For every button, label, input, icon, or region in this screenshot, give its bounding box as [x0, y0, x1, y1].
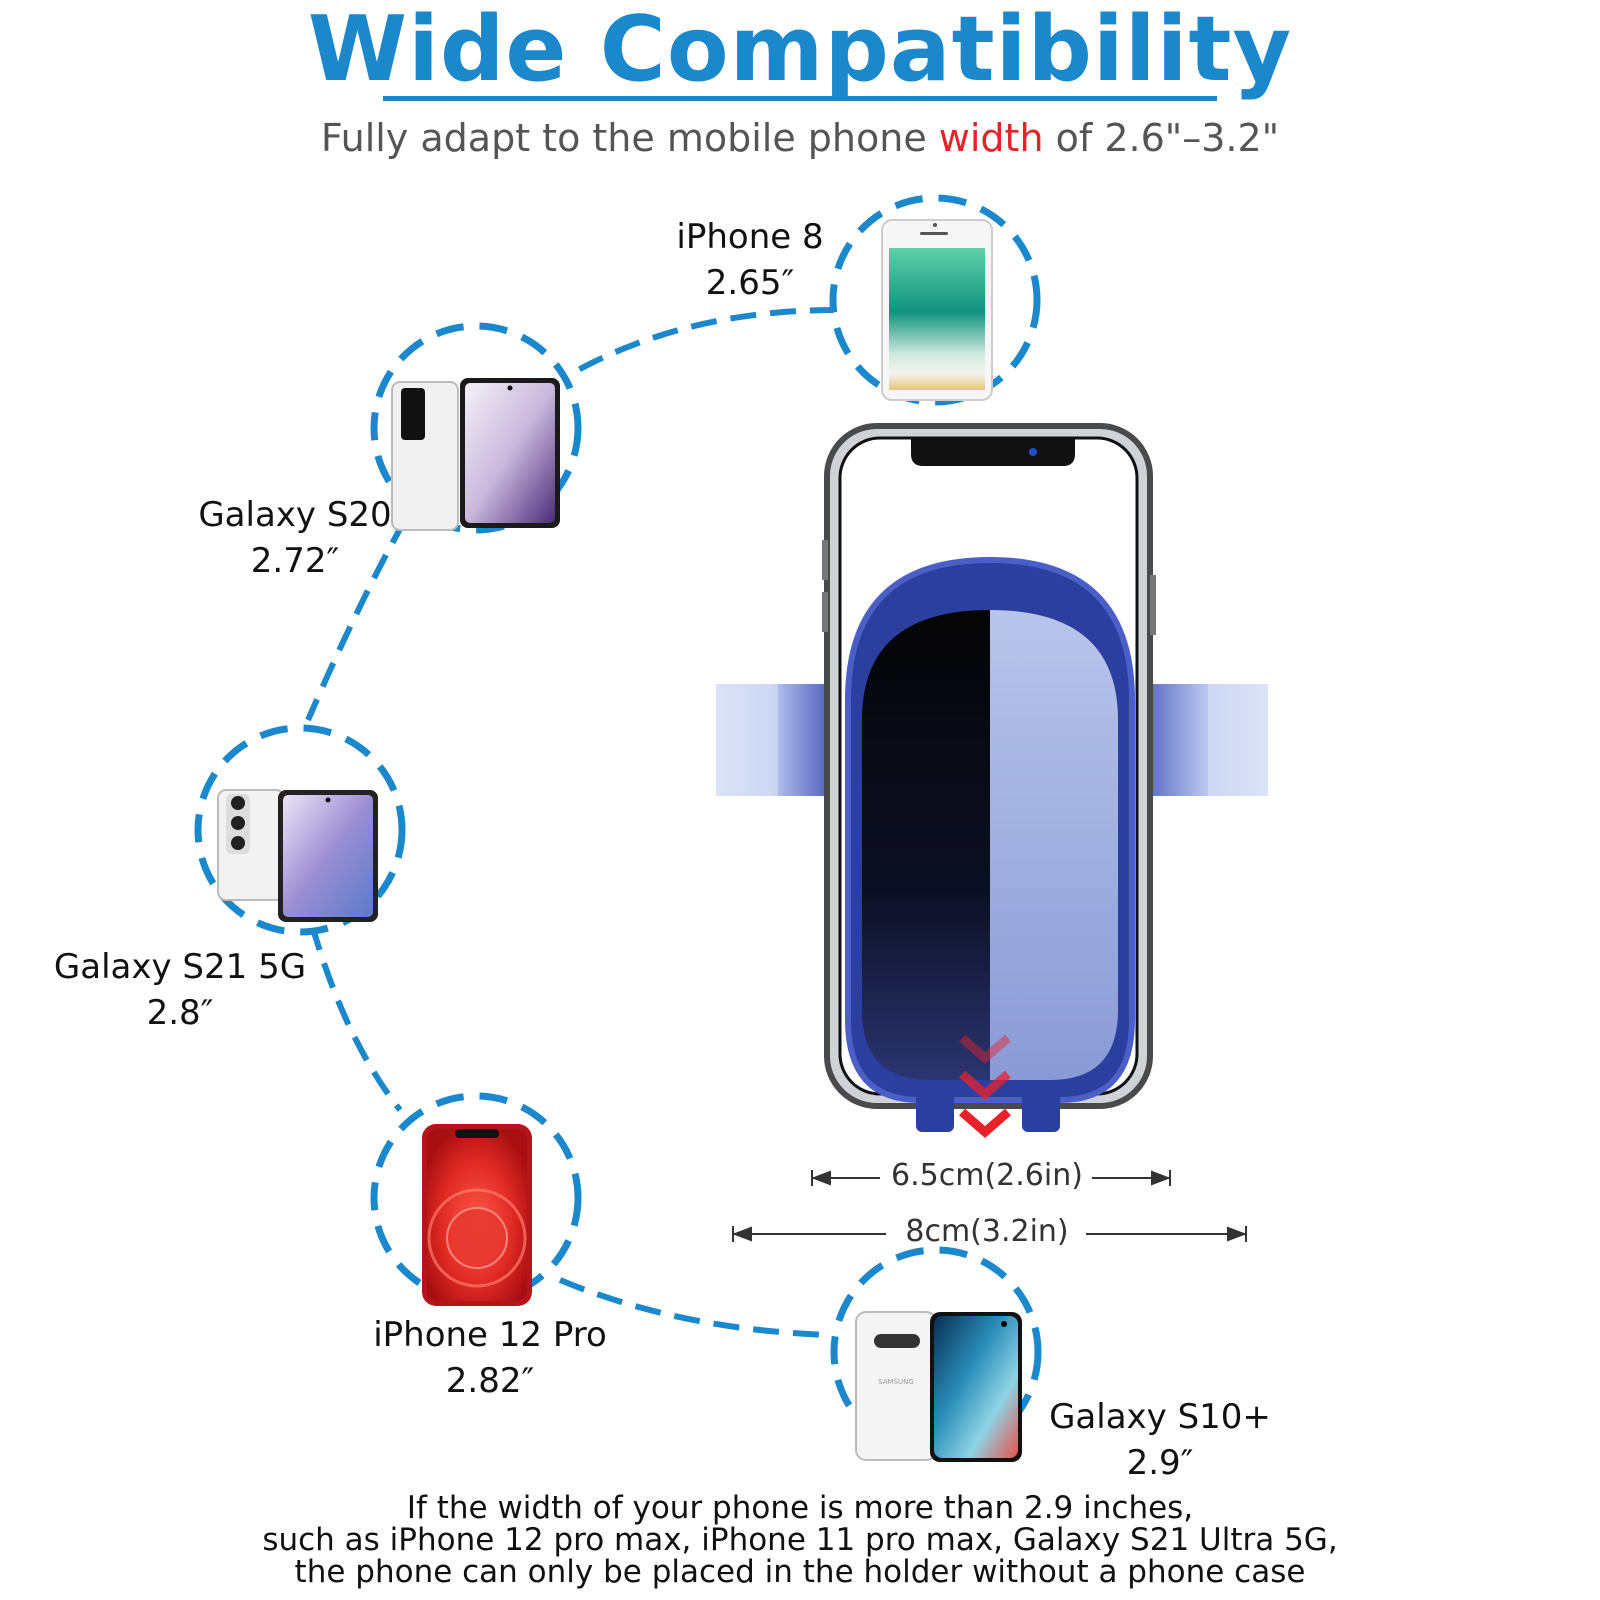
phone-label-galaxy-s21: Galaxy S21 5G 2.8″	[40, 944, 320, 1036]
iphone-12-pro-thumbnail	[370, 1092, 582, 1306]
compatibility-note: If the width of your phone is more than …	[0, 1492, 1600, 1588]
galaxy-s21-thumbnail	[194, 724, 406, 936]
phone-label-iphone-12-pro: iPhone 12 Pro 2.82″	[350, 1312, 630, 1404]
subtitle-range: of 2.6"–3.2"	[1043, 116, 1280, 160]
holder-cradle	[845, 556, 1135, 1132]
phone-name: Galaxy S21 5G	[53, 947, 307, 987]
phone-label-galaxy-s10-plus: Galaxy S10+ 2.9″	[1040, 1394, 1280, 1486]
iphone-8-thumbnail	[829, 194, 1041, 406]
phone-name: iPhone 12 Pro	[373, 1315, 607, 1355]
subtitle: Fully adapt to the mobile phone width of…	[0, 116, 1600, 160]
phone-name: Galaxy S10+	[1049, 1397, 1271, 1437]
phone-name: Galaxy S20	[198, 495, 392, 535]
dimension-max-arrow	[732, 1226, 1247, 1242]
phone-width: 2.72″	[250, 541, 340, 581]
galaxy-s20-thumbnail	[370, 322, 582, 534]
title-underline	[383, 96, 1217, 101]
galaxy-s10-plus-thumbnail: SAMSUNG	[830, 1246, 1042, 1462]
phone-name: iPhone 8	[676, 217, 824, 257]
phone-width: 2.65″	[705, 263, 795, 303]
phone-width: 2.82″	[445, 1361, 535, 1401]
phone-width: 2.9″	[1126, 1443, 1194, 1483]
note-line-3: the phone can only be placed in the hold…	[294, 1554, 1306, 1590]
holder-left-arm	[716, 684, 841, 796]
svg-text:SAMSUNG: SAMSUNG	[878, 1378, 914, 1386]
note-line-1: If the width of your phone is more than …	[406, 1490, 1194, 1526]
gravity-arrows-icon	[959, 1034, 1011, 1138]
note-line-2: such as iPhone 12 pro max, iPhone 11 pro…	[262, 1522, 1338, 1558]
phone-label-iphone-8: iPhone 8 2.65″	[660, 214, 840, 306]
dimension-max-label: 8cm(3.2in)	[905, 1214, 1069, 1249]
subtitle-highlight: width	[938, 116, 1044, 160]
subtitle-text: Fully adapt to the mobile phone	[320, 116, 939, 160]
dimension-min-label: 6.5cm(2.6in)	[891, 1158, 1083, 1193]
phone-width: 2.8″	[146, 993, 214, 1033]
connector-dashed-line	[305, 307, 837, 1338]
phone-label-galaxy-s20: Galaxy S20 2.72″	[180, 492, 410, 584]
dimension-min-arrow	[811, 1170, 1171, 1186]
page-title: Wide Compatibility	[307, 0, 1293, 102]
